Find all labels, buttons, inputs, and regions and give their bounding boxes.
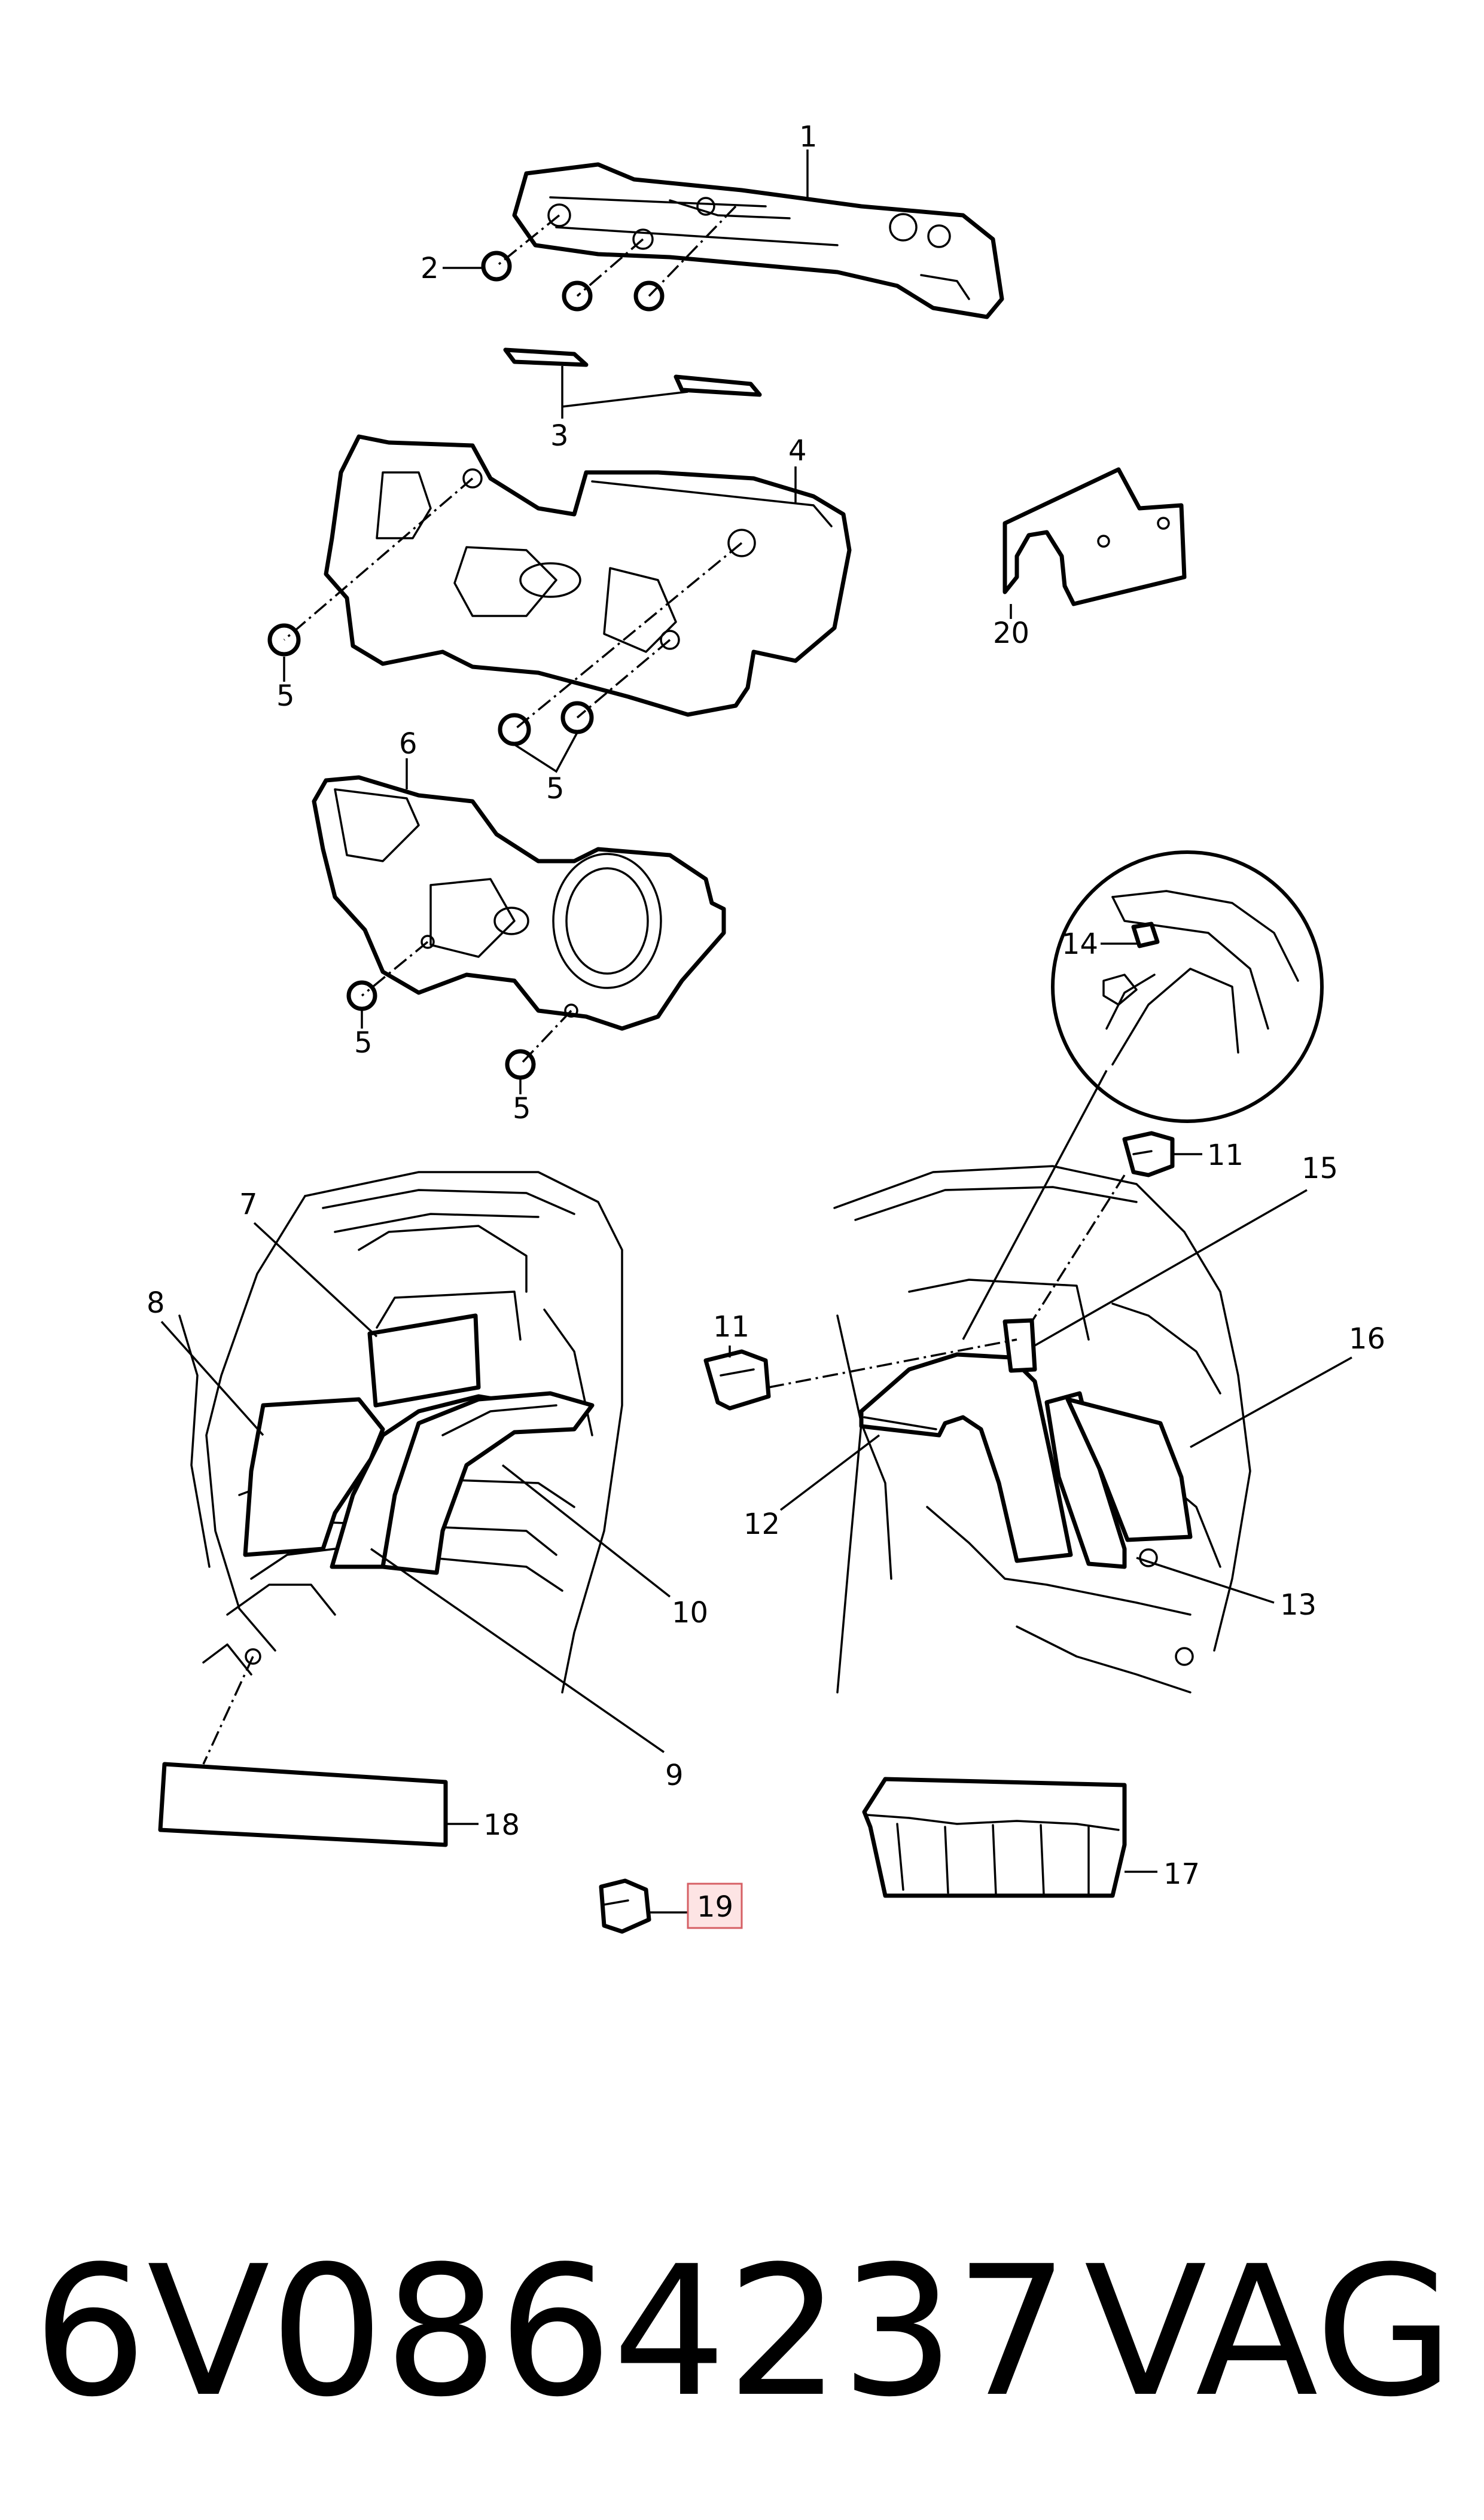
callout-5: 5 — [513, 1092, 531, 1125]
callout-labels: 1 2 3 4 5 5 5 5 6 20 14 11 11 15 16 7 8 … — [147, 120, 1385, 1929]
callout-11: 11 — [713, 1310, 749, 1344]
part-12-wheel-arch — [859, 1352, 1073, 1563]
brand-label: VAG — [1084, 2228, 1454, 2436]
callout-15: 15 — [1302, 1152, 1338, 1185]
part-6-mat — [312, 775, 726, 1031]
part-number: 6V0864237 — [33, 2228, 1069, 2436]
callout-13: 13 — [1280, 1588, 1317, 1622]
callout-9: 9 — [665, 1759, 684, 1792]
callout-20: 20 — [993, 617, 1029, 650]
callout-14: 14 — [1062, 928, 1098, 961]
highlight-box-19 — [687, 1883, 743, 1929]
part-16-side-panel — [1065, 1397, 1193, 1542]
callout-5: 5 — [546, 772, 565, 806]
part-10-wheel-arch — [380, 1391, 595, 1575]
part-18-mat — [158, 1762, 448, 1847]
callout-16: 16 — [1349, 1322, 1385, 1356]
part-11-clip-lower — [703, 1349, 771, 1411]
callout-8: 8 — [147, 1286, 165, 1320]
callout-5: 5 — [276, 679, 295, 713]
part-17-tray — [862, 1777, 1127, 1898]
part-19-clip — [599, 1878, 651, 1934]
part-15-strip — [1002, 1318, 1037, 1373]
part-20-pad — [1002, 467, 1187, 606]
part-4-mat — [324, 434, 852, 717]
part-1-bracket — [512, 162, 1004, 319]
detail-circle-part-14 — [1051, 850, 1324, 1123]
callout-3: 3 — [550, 419, 569, 453]
callout-19: 19 — [697, 1890, 733, 1924]
callout-10: 10 — [672, 1596, 708, 1630]
right-trunk-interior — [833, 1165, 1251, 1694]
footer: 6V0864237 VAG — [0, 2207, 1484, 2458]
callout-12: 12 — [743, 1508, 780, 1541]
callout-11: 11 — [1207, 1139, 1244, 1172]
clip-part-2 — [481, 251, 665, 312]
callout-7: 7 — [239, 1188, 258, 1221]
part-8-side-panel — [243, 1397, 385, 1557]
part-3-strips — [503, 347, 762, 397]
clip-part-5-lower — [346, 980, 536, 1080]
leader-lines — [160, 150, 1352, 1914]
callout-18: 18 — [483, 1808, 520, 1842]
part-11-clip-upper — [1122, 1131, 1175, 1177]
part-7-panel — [367, 1313, 481, 1408]
callout-5: 5 — [354, 1026, 373, 1060]
callout-17: 17 — [1163, 1857, 1200, 1891]
callout-1: 1 — [799, 120, 818, 154]
callout-4: 4 — [788, 434, 807, 468]
callout-2: 2 — [420, 252, 439, 285]
callout-6: 6 — [399, 727, 418, 761]
